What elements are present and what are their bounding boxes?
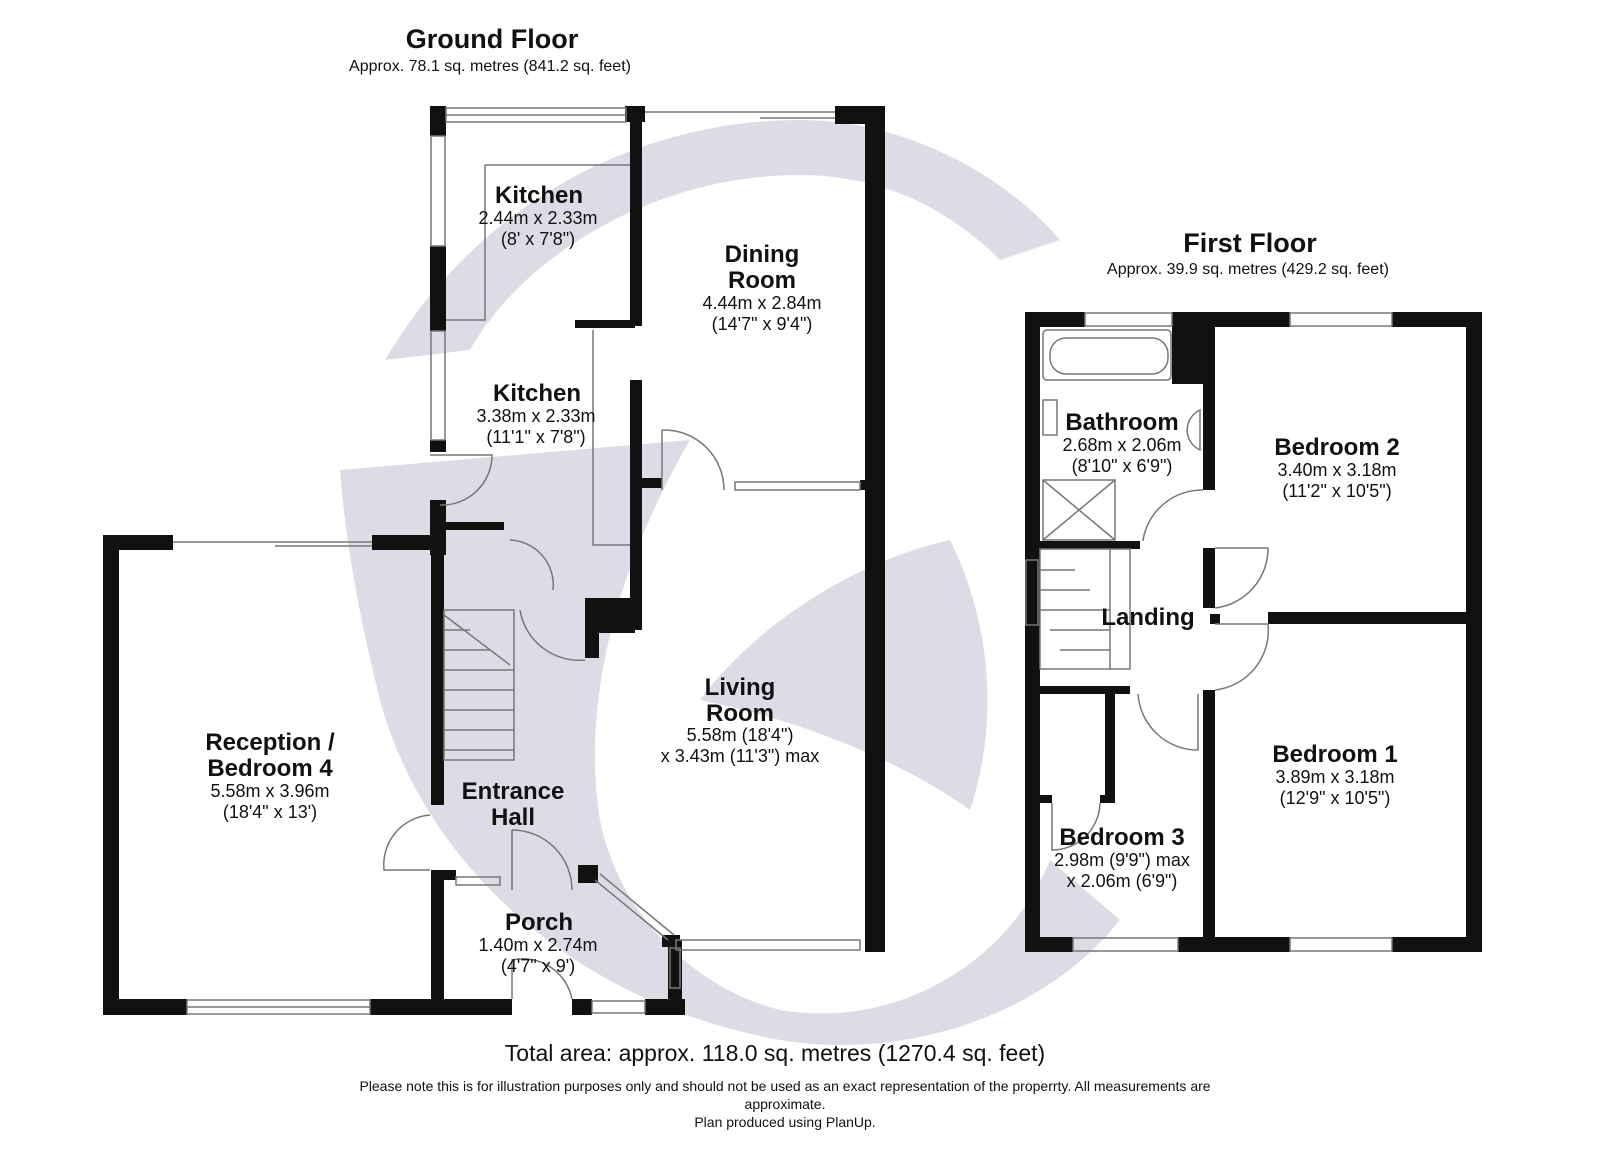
ground-floor-walls: [103, 106, 885, 1015]
first-floor-area: Approx. 39.9 sq. metres (429.2 sq. feet): [1107, 261, 1389, 278]
room-dim-bedroom2-metric: 3.40m x 3.18m: [1277, 460, 1397, 480]
room-dim-reception-imperial: (18'4" x 13'): [222, 802, 318, 822]
room-name-dining-line2: Room: [728, 267, 796, 294]
room-dim-living-line2: x 3.43m (11'3") max: [660, 746, 820, 766]
room-name-living-line1: Living: [704, 674, 776, 701]
room-name-kitchen-upper: Kitchen: [494, 182, 584, 209]
room-dim-bedroom3-line2: x 2.06m (6'9"): [1066, 871, 1178, 891]
room-dim-bathroom-metric: 2.68m x 2.06m: [1062, 435, 1182, 455]
room-name-entrance-line2: Hall: [490, 804, 536, 831]
room-dim-porch-metric: 1.40m x 2.74m: [478, 935, 598, 955]
room-name-bedroom1: Bedroom 1: [1272, 741, 1398, 768]
room-name-bedroom3: Bedroom 3: [1059, 824, 1185, 851]
room-name-reception-line2: Bedroom 4: [207, 755, 333, 782]
room-name-kitchen-lower: Kitchen: [492, 380, 582, 407]
room-name-landing: Landing: [1101, 604, 1195, 631]
plan-credit: Plan produced using PlanUp.: [694, 1114, 876, 1130]
room-dim-kitchen-upper-metric: 2.44m x 2.33m: [478, 208, 598, 228]
watermark-logo: [340, 120, 1120, 1045]
room-dim-bedroom1-metric: 3.89m x 3.18m: [1275, 767, 1395, 787]
room-name-bathroom: Bathroom: [1065, 409, 1179, 436]
room-dim-bedroom3-line1: 2.98m (9'9") max: [1054, 850, 1190, 870]
room-dim-reception-metric: 5.58m x 3.96m: [210, 781, 330, 801]
room-name-reception-line1: Reception /: [205, 729, 335, 756]
first-floor-fixtures: [1025, 312, 1393, 952]
disclaimer-line2: approximate.: [744, 1096, 826, 1112]
first-floor-title: First Floor: [1183, 228, 1317, 258]
first-floor-walls: [1025, 312, 1482, 952]
room-dim-kitchen-lower-imperial: (11'1" x 7'8"): [486, 427, 586, 447]
room-dim-porch-imperial: (4'7" x 9'): [500, 956, 576, 976]
ground-floor-title: Ground Floor: [405, 24, 579, 54]
ground-floor-area: Approx. 78.1 sq. metres (841.2 sq. feet): [349, 58, 631, 75]
room-dim-kitchen-upper-imperial: (8' x 7'8"): [500, 229, 576, 249]
room-name-entrance-line1: Entrance: [461, 778, 565, 805]
room-dim-living-line1: 5.58m (18'4"): [686, 725, 794, 745]
room-dim-dining-metric: 4.44m x 2.84m: [702, 293, 822, 313]
room-dim-dining-imperial: (14'7" x 9'4"): [711, 314, 813, 334]
room-dim-bathroom-imperial: (8'10" x 6'9"): [1071, 456, 1173, 476]
disclaimer-line1: Please note this is for illustration pur…: [359, 1078, 1211, 1094]
room-name-living-line2: Room: [706, 700, 774, 727]
room-name-bedroom2: Bedroom 2: [1274, 434, 1400, 461]
room-name-porch: Porch: [504, 909, 574, 936]
total-area: Total area: approx. 118.0 sq. metres (12…: [504, 1040, 1046, 1066]
ground-floor-windows: [173, 107, 861, 1015]
room-name-dining-line1: Dining: [724, 241, 800, 268]
room-dim-bedroom1-imperial: (12'9" x 10'5"): [1279, 788, 1391, 808]
room-dim-kitchen-lower-metric: 3.38m x 2.33m: [476, 406, 596, 426]
room-dim-bedroom2-imperial: (11'2" x 10'5"): [1282, 481, 1392, 501]
